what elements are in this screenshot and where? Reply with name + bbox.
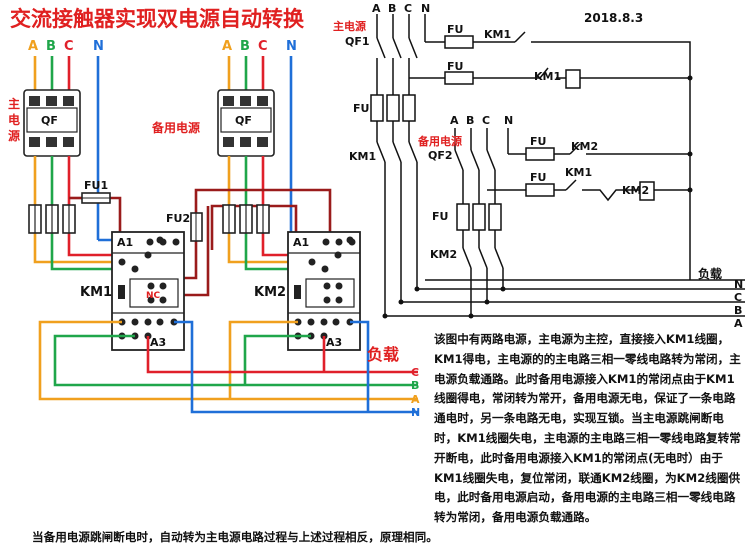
backup-breaker: QF <box>217 89 275 157</box>
fu1-label: FU1 <box>84 179 108 192</box>
wiring-diagram: 交流接触器实现双电源自动转换 A B C N A B C N 主 电 源 备用电… <box>8 2 745 419</box>
main-phase-c-label: C <box>64 39 74 54</box>
description-paragraph-1: 该图中有两路电源，主电源为主控，直接接入KM1线圈，KM1得电，主电源的的主电路… <box>434 332 741 525</box>
backup-phase-b-label: B <box>240 39 250 54</box>
right-backup-source-label: 备用电源 <box>417 134 462 148</box>
main-breaker-label: QF <box>41 114 58 127</box>
km2-a1-label: A1 <box>293 236 309 249</box>
load-label-left: 负载 <box>367 345 399 364</box>
bus2-label-b: B <box>466 114 474 127</box>
bus-label-b: B <box>388 2 396 15</box>
bus2-label-n: N <box>504 114 513 127</box>
km2-contactor: A1 A3 <box>287 231 361 351</box>
right-out-n: N <box>734 278 743 291</box>
km1-a3-label: A3 <box>150 336 166 349</box>
right-out-c: C <box>734 291 742 304</box>
backup-phase-a-label: A <box>222 39 232 54</box>
right-out-b: B <box>734 304 742 317</box>
km1-main-contact-label: KM1 <box>349 150 376 163</box>
main-neutral-label: N <box>93 39 104 54</box>
fu-label-5: FU <box>530 171 546 184</box>
diagram-title: 交流接触器实现双电源自动转换 <box>10 7 305 31</box>
km1-a1-label: A1 <box>117 236 133 249</box>
backup-breaker-label: QF <box>235 114 252 127</box>
main-phase-a-label: A <box>28 39 38 54</box>
km2-a3-label: A3 <box>326 336 342 349</box>
right-main-source-label: 主电源 <box>333 19 366 33</box>
main-source-label-2: 电 <box>8 112 20 127</box>
km1-contact-label: KM1 <box>484 28 511 41</box>
diagram-date: 2018.8.3 <box>584 11 643 25</box>
main-source-label-3: 源 <box>8 128 20 143</box>
km2-coil-label: KM2 <box>622 184 649 197</box>
bus-label-c: C <box>404 2 412 15</box>
fu-label-6: FU <box>432 210 448 223</box>
km2-contact-label: KM2 <box>571 140 598 153</box>
out-label-a: A <box>411 393 420 406</box>
km1-nc-label: NC <box>146 291 161 301</box>
km1-coil-label: KM1 <box>534 70 561 83</box>
km2-label: KM2 <box>254 285 286 300</box>
backup-neutral-label: N <box>286 39 297 54</box>
main-breaker: QF <box>23 89 81 157</box>
km1-nc-contact-label: KM1 <box>565 166 592 179</box>
bus2-label-c: C <box>482 114 490 127</box>
fu-label-1: FU <box>447 23 463 36</box>
right-out-a: A <box>734 317 743 330</box>
backup-source-label: 备用电源 <box>151 120 200 135</box>
fu-label-3: FU <box>353 102 369 115</box>
main-source-label-1: 主 <box>8 96 20 111</box>
description-paragraph-2: 当备用电源跳闸断电时，自动转为主电源电路过程与上述过程相反，原理相同。 <box>32 529 438 544</box>
km1-label: KM1 <box>80 285 112 300</box>
right-load-label: 负载 <box>698 266 722 281</box>
fu-label-4: FU <box>530 135 546 148</box>
fu2-label: FU2 <box>166 212 190 225</box>
bus-label-n: N <box>421 2 430 15</box>
main-fuses <box>28 204 270 234</box>
km2-main-contact-label: KM2 <box>430 248 457 261</box>
out-label-n: N <box>411 406 420 419</box>
qf1-label: QF1 <box>345 35 370 48</box>
qf2-label: QF2 <box>428 149 453 162</box>
bus-label-a: A <box>372 2 381 15</box>
out-label-c: C <box>411 366 419 379</box>
bus2-label-a: A <box>450 114 459 127</box>
km1-contactor: A1 NC A3 <box>111 231 185 351</box>
backup-phase-c-label: C <box>258 39 268 54</box>
fu-label-2: FU <box>447 60 463 73</box>
description-text: 该图中有两路电源，主电源为主控，直接接入KM1线圈，KM1得电，主电源的的主电路… <box>14 330 742 548</box>
out-label-b: B <box>411 379 419 392</box>
main-phase-b-label: B <box>46 39 56 54</box>
